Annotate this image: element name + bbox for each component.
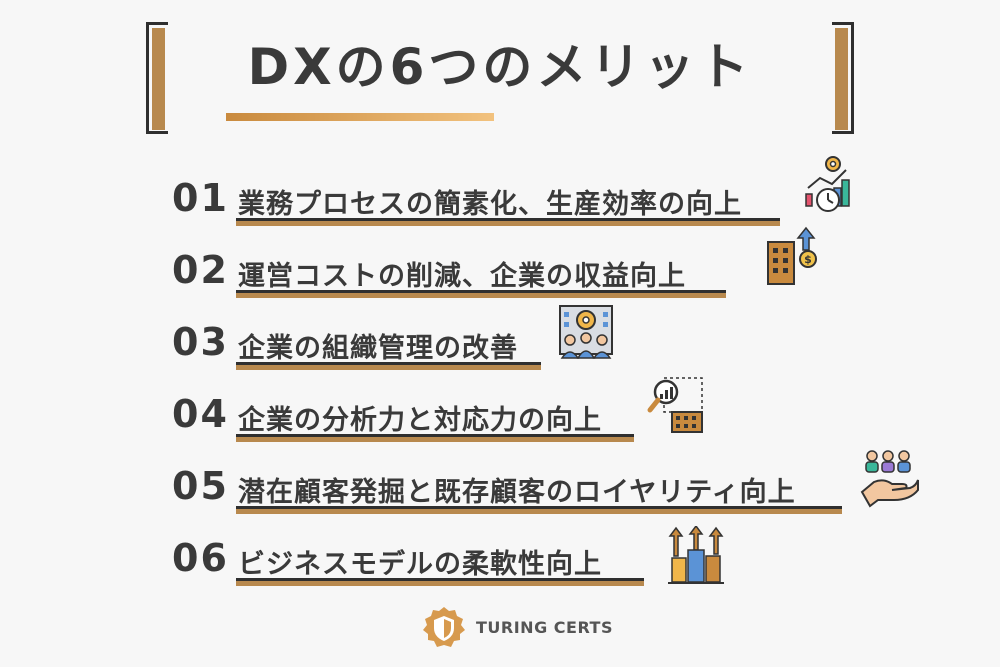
item-number: 06 [172,536,229,580]
item-underline [236,290,726,298]
title-underline [226,113,494,121]
item-number: 01 [172,176,229,220]
magnifier-analytics-building-icon [647,377,703,433]
benefit-item-01: 01 業務プロセスの簡素化、生産効率の向上 [0,156,1000,228]
gear-clock-chart-icon [805,156,850,212]
item-underline [236,578,644,586]
title-bracket-left [146,22,180,134]
city-growth-arrows-icon [668,526,724,584]
item-number: 02 [172,248,229,292]
item-label: ビジネスモデルの柔軟性向上 [238,549,602,580]
item-number: 05 [172,464,229,508]
building-dollar-arrow-icon: $ [767,226,817,285]
item-label: 企業の分析力と対応力の向上 [238,405,602,436]
title-bracket-right [820,22,854,134]
svg-text:$: $ [804,253,812,266]
hand-holding-people-icon [860,450,919,508]
item-label: 運営コストの削減、企業の収益向上 [238,261,686,292]
benefit-item-05: 05 潜在顧客発掘と既存顧客のロイヤリティ向上 [0,450,1000,516]
benefit-item-02: 02 運営コストの削減、企業の収益向上 $ [0,226,1000,300]
item-underline [236,434,634,442]
item-underline [236,218,780,226]
benefit-item-06: 06 ビジネスモデルの柔軟性向上 [0,526,1000,588]
item-underline [236,506,842,514]
brand-name: TURING CERTS [476,618,613,637]
benefit-item-03: 03 企業の組織管理の改善 [0,305,1000,372]
item-number: 04 [172,392,229,436]
item-underline [236,362,541,370]
page-title: DXの6つのメリット [247,38,753,96]
item-label: 潜在顧客発掘と既存顧客のロイヤリティ向上 [238,477,796,508]
shield-badge-icon [423,607,465,647]
item-number: 03 [172,320,229,364]
item-label: 企業の組織管理の改善 [238,333,518,364]
brand-logo: TURING CERTS [422,606,612,650]
benefit-item-04: 04 企業の分析力と対応力の向上 [0,377,1000,444]
office-team-gear-icon [559,305,613,359]
item-label: 業務プロセスの簡素化、生産効率の向上 [238,189,742,220]
